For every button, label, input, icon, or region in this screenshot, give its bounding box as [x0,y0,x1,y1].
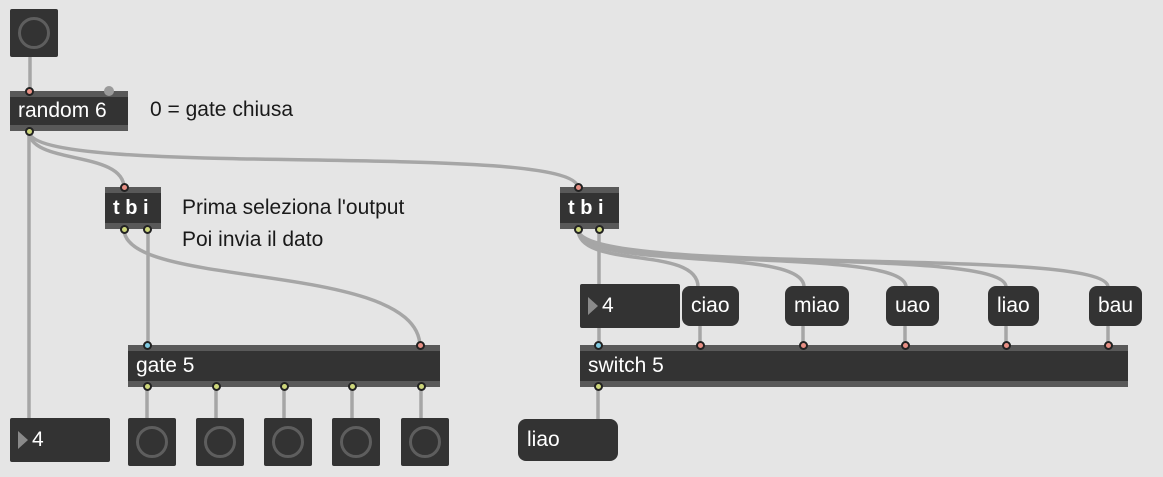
circle-ring-icon [204,426,236,458]
play-triangle-icon [18,431,28,449]
switch-inlet-4[interactable] [1002,341,1011,350]
trigger-left-outlet-int[interactable] [143,225,152,234]
message-miao[interactable]: miao [785,286,849,326]
random-result-number-box[interactable]: 4 [10,418,110,462]
trigger-left-inlet[interactable] [120,183,129,192]
comment-gate-closed: 0 = gate chiusa [150,98,294,121]
gate-outlet-5[interactable] [417,382,426,391]
switch-object-label: switch 5 [588,354,664,377]
random-object[interactable]: random 6 [10,91,128,131]
gate-outlet-3[interactable] [280,382,289,391]
random-outlet[interactable] [25,127,34,136]
switch-inlet-3[interactable] [901,341,910,350]
gate-output-bang-3[interactable] [264,418,312,466]
gate-object[interactable]: gate 5 [128,345,440,387]
play-triangle-icon [588,297,598,315]
random-inlet-left[interactable] [25,87,34,96]
cord-tbi-right-to-ciao [576,227,700,289]
circle-ring-icon [272,426,304,458]
cord-random-to-tbi-right [27,129,580,190]
gate-output-bang-5[interactable] [401,418,449,466]
trigger-right-outlet-int[interactable] [595,225,604,234]
gate-outlet-1[interactable] [143,382,152,391]
cord-tbi-right-to-liao [576,227,1008,289]
switch-object[interactable]: switch 5 [580,345,1128,387]
gate-outlet-4[interactable] [348,382,357,391]
gate-inlet-control[interactable] [143,341,152,350]
message-liao[interactable]: liao [988,286,1039,326]
switch-inlet-1[interactable] [696,341,705,350]
trigger-object-left[interactable]: t b i [105,187,161,229]
trigger-right-label: t b i [568,197,604,219]
bang-button-top[interactable] [10,9,58,57]
message-ciao[interactable]: ciao [682,286,739,326]
trigger-left-label: t b i [113,197,149,219]
trigger-left-outlet-bang[interactable] [120,225,129,234]
circle-ring-icon [136,426,168,458]
gate-output-bang-4[interactable] [332,418,380,466]
random-result-value: 4 [32,428,44,451]
circle-ring-icon [409,426,441,458]
trigger-object-right[interactable]: t b i [560,187,619,229]
random-object-label: random 6 [18,99,107,122]
trigger-right-outlet-bang[interactable] [574,225,583,234]
gate-output-bang-1[interactable] [128,418,176,466]
switch-inlet-5[interactable] [1104,341,1113,350]
cord-tbi-right-to-uao [576,227,908,289]
gate-output-bang-2[interactable] [196,418,244,466]
trigger-right-inlet[interactable] [574,183,583,192]
switch-inlet-selector[interactable] [594,341,603,350]
switch-outlet[interactable] [594,382,603,391]
message-bau[interactable]: bau [1089,286,1143,326]
cord-random-to-tbi-left [27,129,126,190]
circle-ring-icon [18,17,50,49]
switch-selector-value: 4 [602,294,614,317]
switch-inlet-2[interactable] [799,341,808,350]
random-inlet-right[interactable] [104,86,114,96]
circle-ring-icon [340,426,372,458]
comment-instruction-1: Prima seleziona l'output [182,196,405,219]
gate-outlet-2[interactable] [212,382,221,391]
gate-object-label: gate 5 [136,354,195,377]
gate-inlet-data[interactable] [416,341,425,350]
message-uao[interactable]: uao [886,286,940,326]
switch-output-message[interactable]: liao [518,419,618,461]
cord-tbi-right-to-miao [576,227,806,289]
cord-tbi-right-to-bau [576,227,1110,289]
switch-selector-number-box[interactable]: 4 [580,284,680,328]
comment-instruction-2: Poi invia il dato [182,228,324,251]
